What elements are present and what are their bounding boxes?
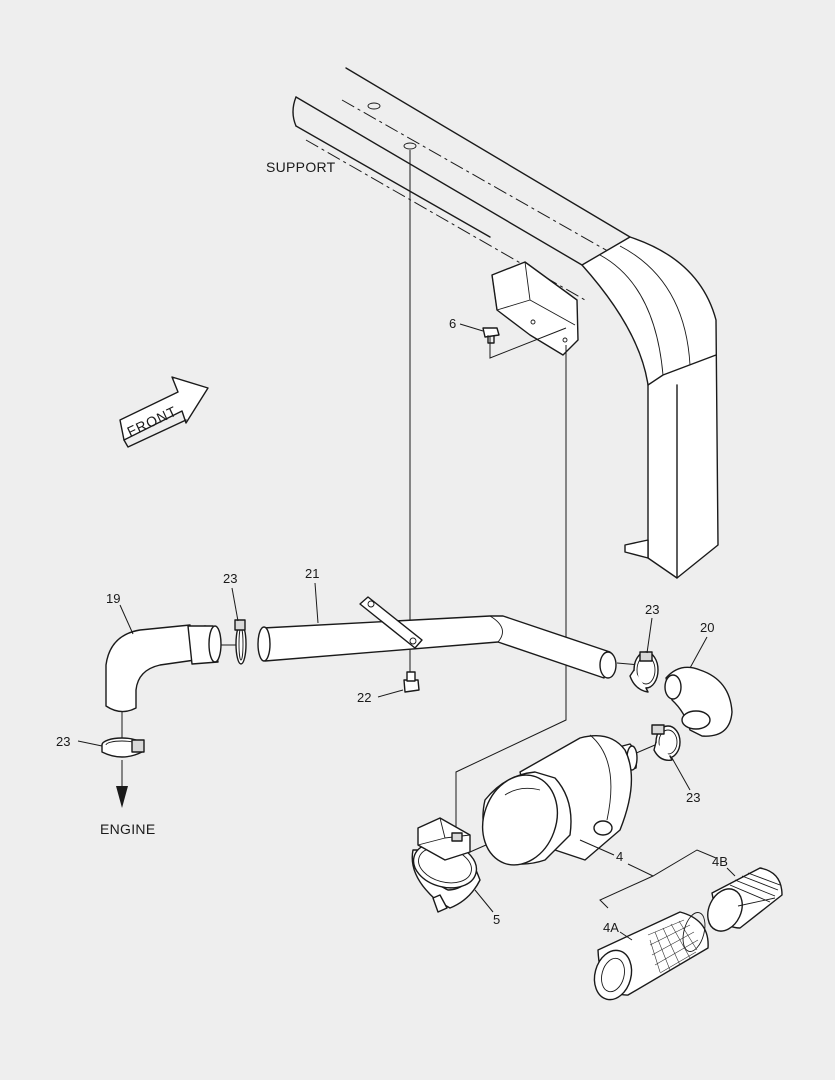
band-5 [411, 817, 494, 913]
callout-23-right-top: 23 [645, 602, 659, 617]
element-4B [707, 867, 783, 932]
clamp-23-left-top [231, 587, 247, 665]
engine-arrow [116, 786, 128, 808]
support-frame [292, 67, 719, 579]
clamp-23-right-top [629, 617, 659, 693]
callout-21: 21 [305, 566, 319, 581]
callout-4: 4 [616, 849, 623, 864]
clamp-23-right-bottom [651, 724, 691, 791]
air-cleaner-4 [481, 734, 638, 866]
support-label: SUPPORT [266, 159, 336, 175]
callout-23-right-bottom: 23 [686, 790, 700, 805]
bolt-6 [459, 323, 500, 344]
callout-23-left-top: 23 [223, 571, 237, 586]
pipe-21 [257, 582, 617, 679]
element-4A [593, 911, 709, 1001]
front-arrow: FRONT [119, 376, 209, 448]
callout-22: 22 [357, 690, 371, 705]
engine-label: ENGINE [100, 821, 155, 837]
callout-4B: 4B [712, 854, 728, 869]
callout-5: 5 [493, 912, 500, 927]
callout-23-left-bottom: 23 [56, 734, 70, 749]
callout-19: 19 [106, 591, 120, 606]
hose-20 [664, 636, 733, 737]
bolt-22 [377, 671, 420, 698]
callout-4A: 4A [603, 920, 619, 935]
callout-20: 20 [700, 620, 714, 635]
hose-19 [105, 604, 222, 713]
callout-6: 6 [449, 316, 456, 331]
element-bracket [599, 849, 717, 909]
clamp-23-left-bottom [77, 737, 145, 758]
